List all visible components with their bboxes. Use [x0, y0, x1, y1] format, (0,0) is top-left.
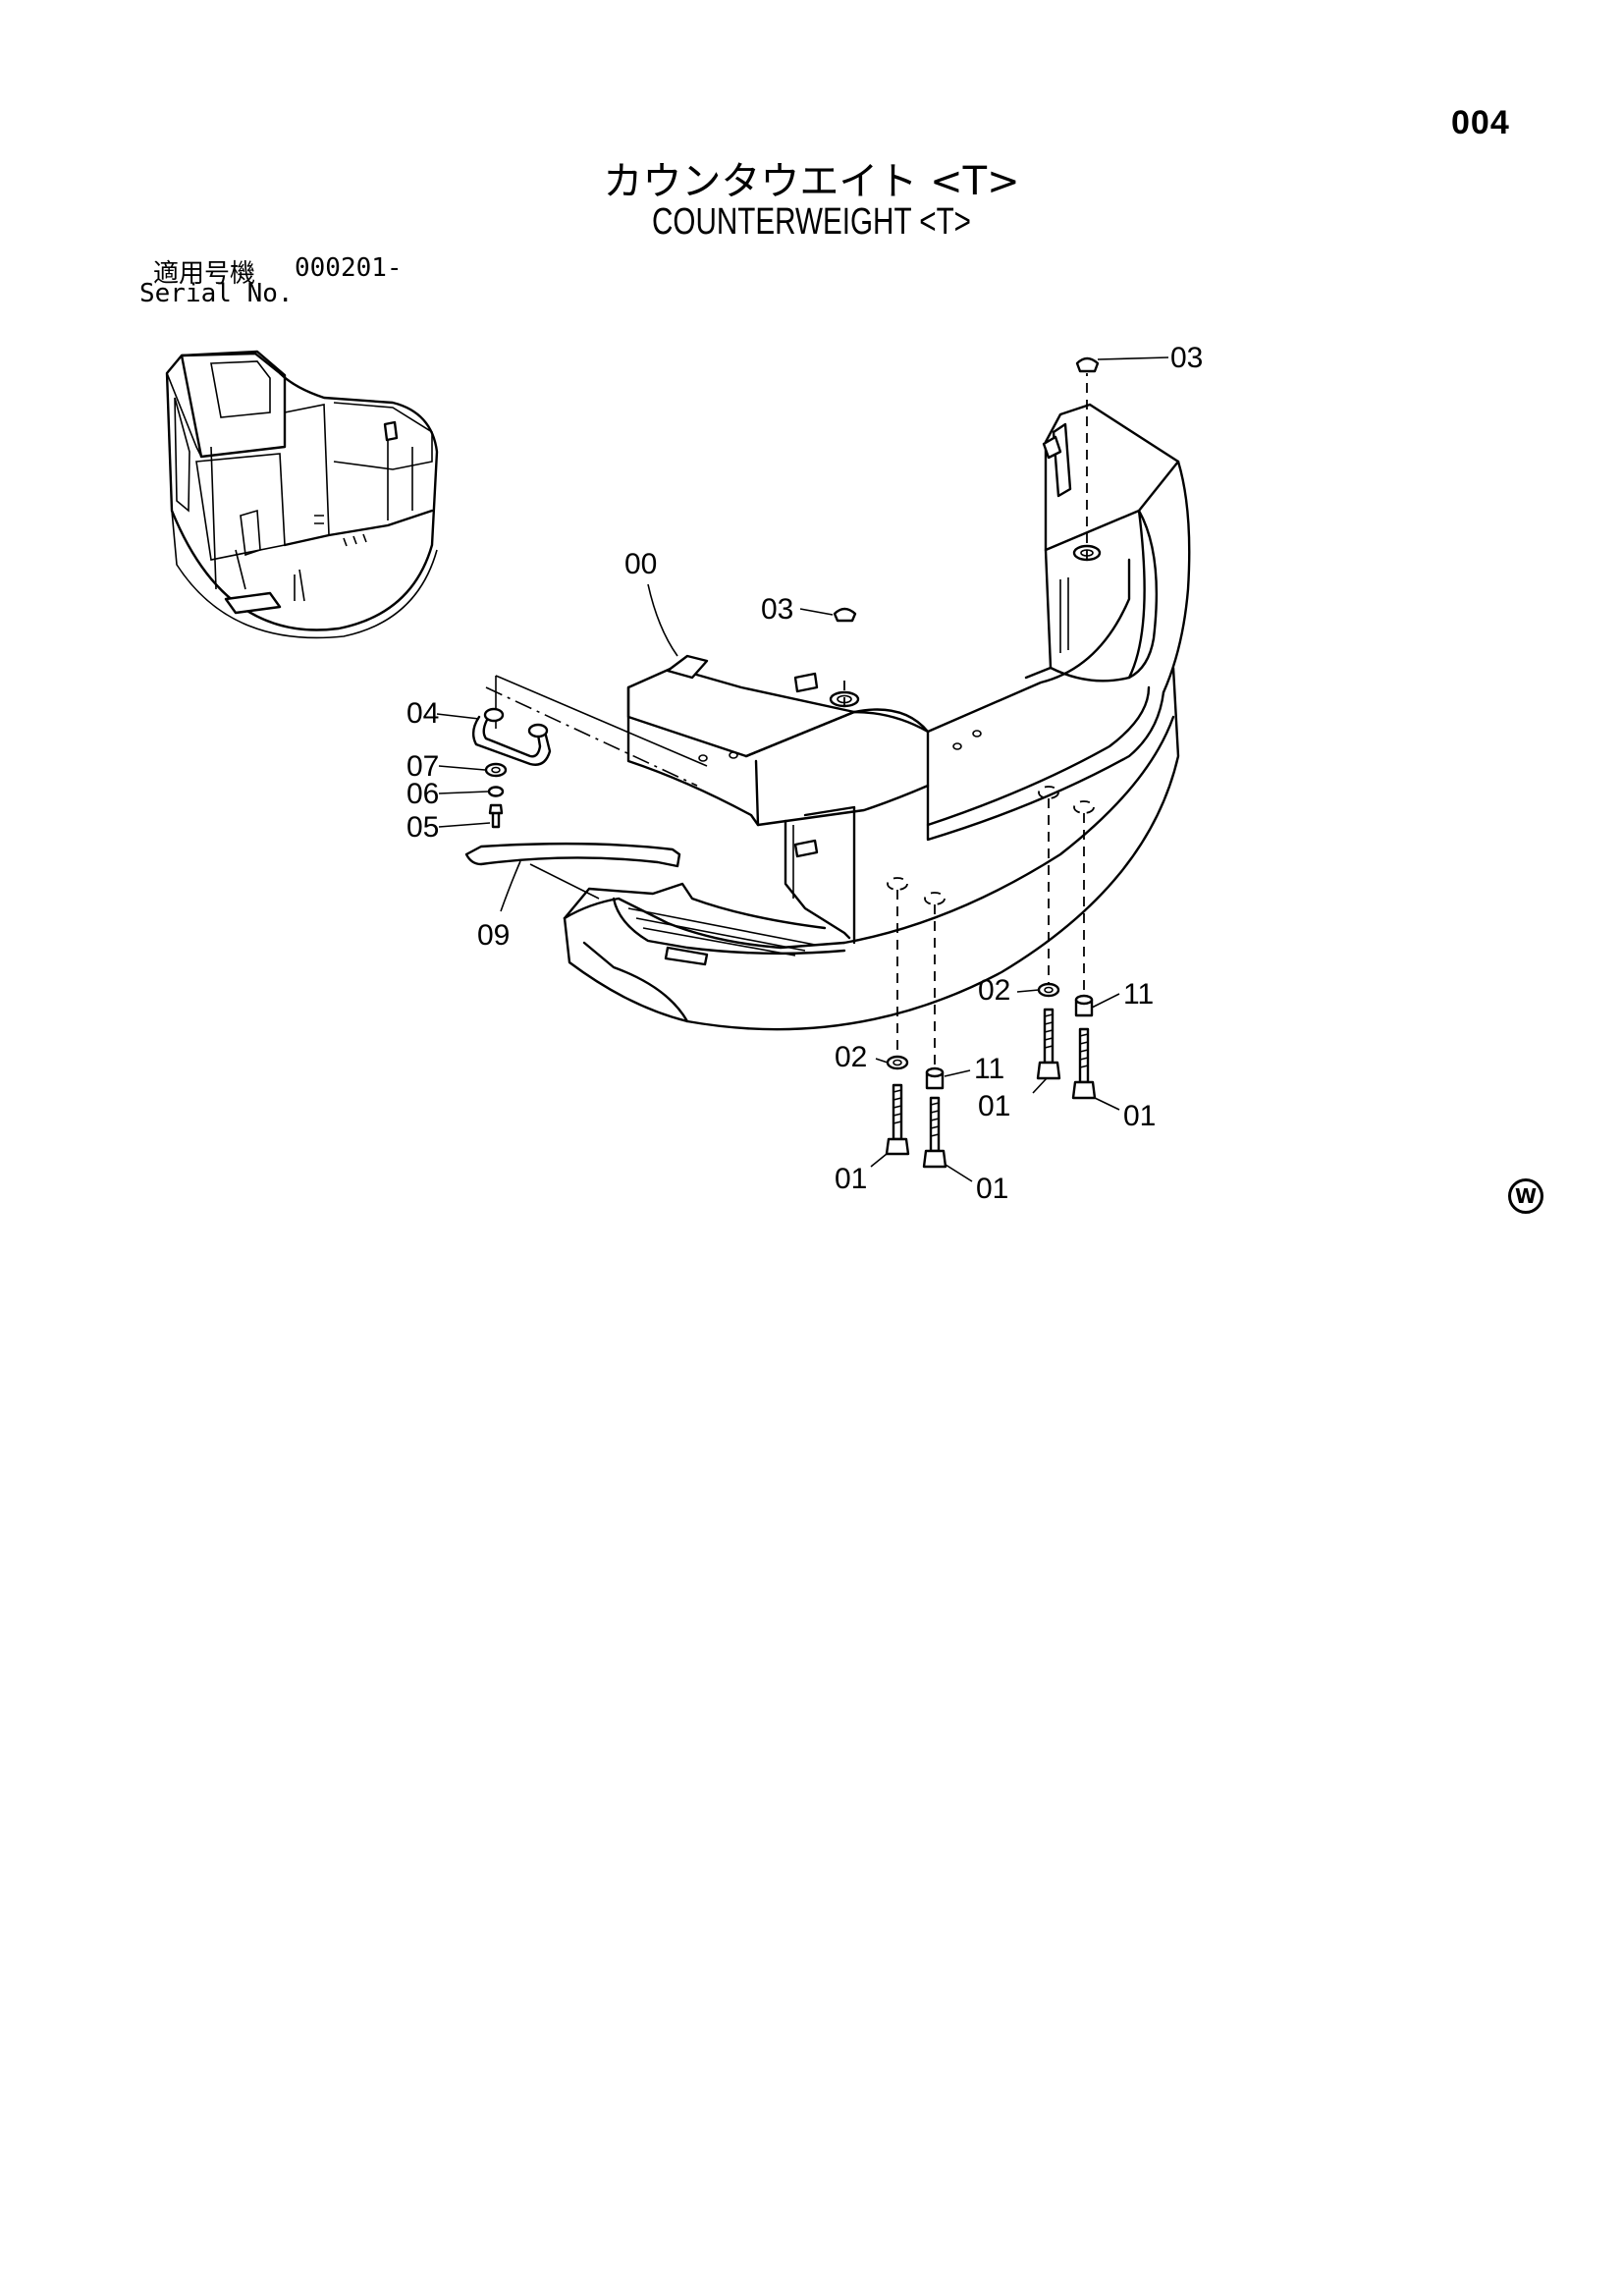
callout-04: 04	[406, 697, 439, 730]
part-bolt-01-a	[885, 1083, 910, 1156]
part-washer-02-left	[886, 1055, 909, 1070]
part-rubber-strip-09	[464, 842, 681, 868]
callout-01-b: 01	[976, 1173, 1008, 1205]
callout-02-right: 02	[978, 974, 1010, 1007]
part-cap-03-mid	[833, 607, 857, 623]
part-bolt-01-b	[922, 1096, 947, 1169]
title-english: COUNTERWEIGHT <T>	[652, 201, 971, 243]
callout-00: 00	[624, 548, 657, 580]
machine-overview-illustration	[165, 350, 439, 639]
callout-leader-lines	[436, 356, 1169, 1182]
part-cap-03-top	[1075, 356, 1100, 373]
part-bolt-05	[488, 803, 504, 829]
callout-09: 09	[477, 919, 510, 952]
callout-07: 07	[406, 750, 439, 783]
part-bolt-01-c	[1036, 1008, 1061, 1080]
part-washer-02-right	[1037, 982, 1060, 998]
callout-03-top: 03	[1170, 342, 1203, 374]
page-number: 004	[1451, 104, 1510, 141]
part-bolt-01-d	[1071, 1027, 1097, 1100]
serial-number-value: 000201-	[295, 253, 403, 283]
circled-w-mark: W	[1508, 1178, 1543, 1214]
callout-03-mid: 03	[761, 593, 793, 626]
counterweight-body	[563, 403, 1191, 1031]
part-washer-07	[484, 762, 508, 778]
callout-11-left: 11	[974, 1053, 1004, 1085]
callout-01-a: 01	[835, 1163, 867, 1195]
callout-02-left: 02	[835, 1041, 867, 1073]
serial-label-japanese: 適用号機	[153, 259, 256, 289]
callout-01-d: 01	[1123, 1100, 1156, 1132]
callout-11-right: 11	[1123, 978, 1154, 1011]
serial-label-english: Serial No.	[139, 279, 294, 308]
callout-05: 05	[406, 811, 439, 844]
callout-06: 06	[406, 778, 439, 810]
part-collar-11-left	[925, 1066, 945, 1090]
part-handle	[471, 707, 552, 766]
part-collar-11-right	[1074, 994, 1094, 1017]
title-japanese: カウンタウエイト <T>	[603, 159, 1020, 204]
callout-01-c: 01	[978, 1090, 1010, 1122]
assembly-guide-lines	[485, 373, 1088, 1070]
part-lockwasher-06	[487, 786, 505, 797]
